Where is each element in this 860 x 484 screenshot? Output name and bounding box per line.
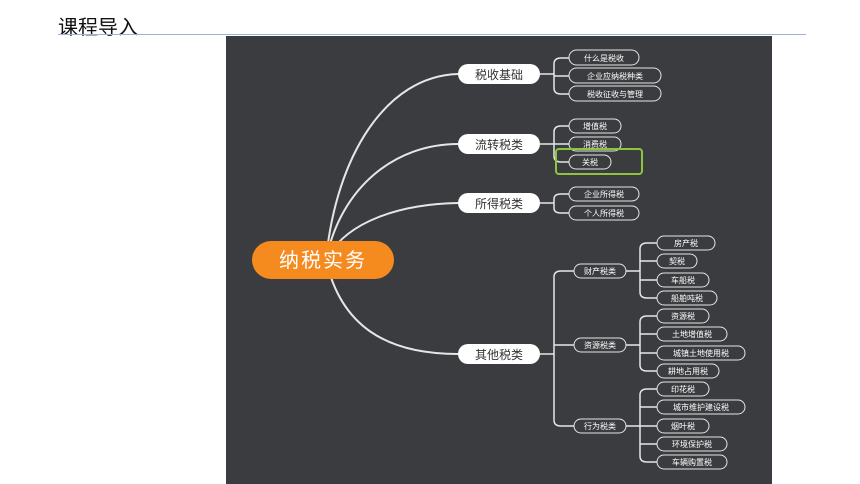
root-label: 纳税实务 (279, 248, 367, 272)
connector-branch-2 (325, 143, 459, 261)
leaf-item[interactable]: 船舶吨税 (656, 290, 718, 306)
leaf-label: 城镇土地使用税 (673, 348, 729, 358)
leaf-item[interactable]: 增值税 (568, 118, 622, 134)
leaf-item[interactable]: 印花税 (656, 381, 710, 397)
leaf-item[interactable]: 契税 (656, 253, 698, 269)
branch-3[interactable]: 所得税类 (458, 193, 540, 213)
highlight-box (555, 148, 643, 175)
leaf-item[interactable]: 耕地占用税 (656, 363, 720, 379)
leaf-item[interactable]: 房产税 (656, 235, 716, 251)
leaf-item[interactable]: 个人所得税 (568, 205, 640, 221)
leaf-item[interactable]: 城镇土地使用税 (656, 345, 746, 361)
leaf-item[interactable]: 环境保护税 (656, 436, 728, 452)
bracket-behavior (626, 388, 657, 463)
leaf-label: 个人所得税 (584, 208, 624, 218)
bracket-property (626, 242, 657, 299)
branch-1[interactable]: 税收基础 (458, 64, 540, 84)
subcategory-2[interactable]: 资源税类 (573, 337, 627, 353)
subcategory-3[interactable]: 行为税类 (573, 418, 627, 434)
bracket-branch-1 (540, 57, 569, 95)
root-node[interactable]: 纳税实务 (252, 241, 394, 279)
leaf-label: 房产税 (674, 238, 698, 248)
leaf-label: 环境保护税 (672, 439, 712, 449)
subcategory-label: 行为税类 (584, 421, 616, 431)
leaf-label: 车辆购置税 (672, 457, 712, 467)
leaf-label: 增值税 (583, 121, 607, 131)
subcategory-label: 资源税类 (584, 340, 616, 350)
mindmap-svg: 纳税实务 税收基础 流转税类 所得税类 其他税类 什么是税收 (252, 49, 746, 470)
leaf-item[interactable]: 土地增值税 (656, 326, 728, 342)
leaf-label: 契税 (669, 256, 685, 266)
leaf-label: 耕地占用税 (668, 366, 708, 376)
branch-4[interactable]: 其他税类 (458, 344, 540, 364)
branch-2[interactable]: 流转税类 (458, 134, 540, 154)
root-connectors (325, 73, 459, 355)
leaf-item[interactable]: 税收征收与管理 (568, 85, 662, 102)
leaf-label: 关税 (582, 157, 598, 167)
leaf-label: 税收征收与管理 (587, 89, 643, 99)
leaf-label: 船舶吨税 (671, 293, 703, 303)
branch-label: 税收基础 (475, 68, 523, 82)
connector-branch-1 (325, 73, 459, 261)
connector-branch-4 (325, 259, 459, 355)
leaf-label: 资源税 (671, 311, 695, 321)
leaf-item[interactable]: 企业应纳税种类 (568, 67, 662, 84)
subcategory-label: 财产税类 (584, 266, 616, 276)
leaf-label: 消费税 (583, 139, 607, 149)
bracket-branch-2 (540, 125, 569, 163)
leaf-item[interactable]: 消费税 (568, 136, 622, 152)
bracket-branch-4 (540, 270, 574, 427)
leaf-item[interactable]: 烟叶税 (656, 418, 710, 434)
leaf-label: 什么是税收 (584, 53, 624, 63)
leaf-item[interactable]: 企业所得税 (568, 186, 640, 202)
title-underline (58, 34, 806, 35)
leaf-label: 企业所得税 (584, 189, 624, 199)
leaf-label: 印花税 (671, 384, 695, 394)
subcategory-1[interactable]: 财产税类 (573, 263, 627, 279)
leaf-item[interactable]: 城市维护建设税 (656, 399, 746, 415)
branch-label: 其他税类 (475, 348, 523, 362)
leaf-label: 土地增值税 (672, 329, 712, 339)
bracket-resource (626, 315, 657, 372)
leaf-item[interactable]: 车船税 (656, 272, 710, 288)
leaf-item[interactable]: 资源税 (656, 308, 710, 324)
mindmap-canvas: 纳税实务 税收基础 流转税类 所得税类 其他税类 什么是税收 (226, 36, 772, 484)
bracket-branch-3 (540, 193, 569, 214)
leaf-label: 城市维护建设税 (673, 402, 729, 412)
branch-label: 流转税类 (475, 137, 523, 152)
leaf-item[interactable]: 什么是税收 (568, 49, 640, 66)
leaf-label: 企业应纳税种类 (587, 71, 643, 81)
leaf-label: 车船税 (671, 275, 695, 285)
leaf-item[interactable]: 关税 (568, 154, 612, 170)
slide-title: 课程导入 (58, 15, 138, 39)
leaf-label: 烟叶税 (671, 421, 695, 431)
branch-label: 所得税类 (475, 196, 523, 211)
leaf-item[interactable]: 车辆购置税 (656, 454, 728, 470)
